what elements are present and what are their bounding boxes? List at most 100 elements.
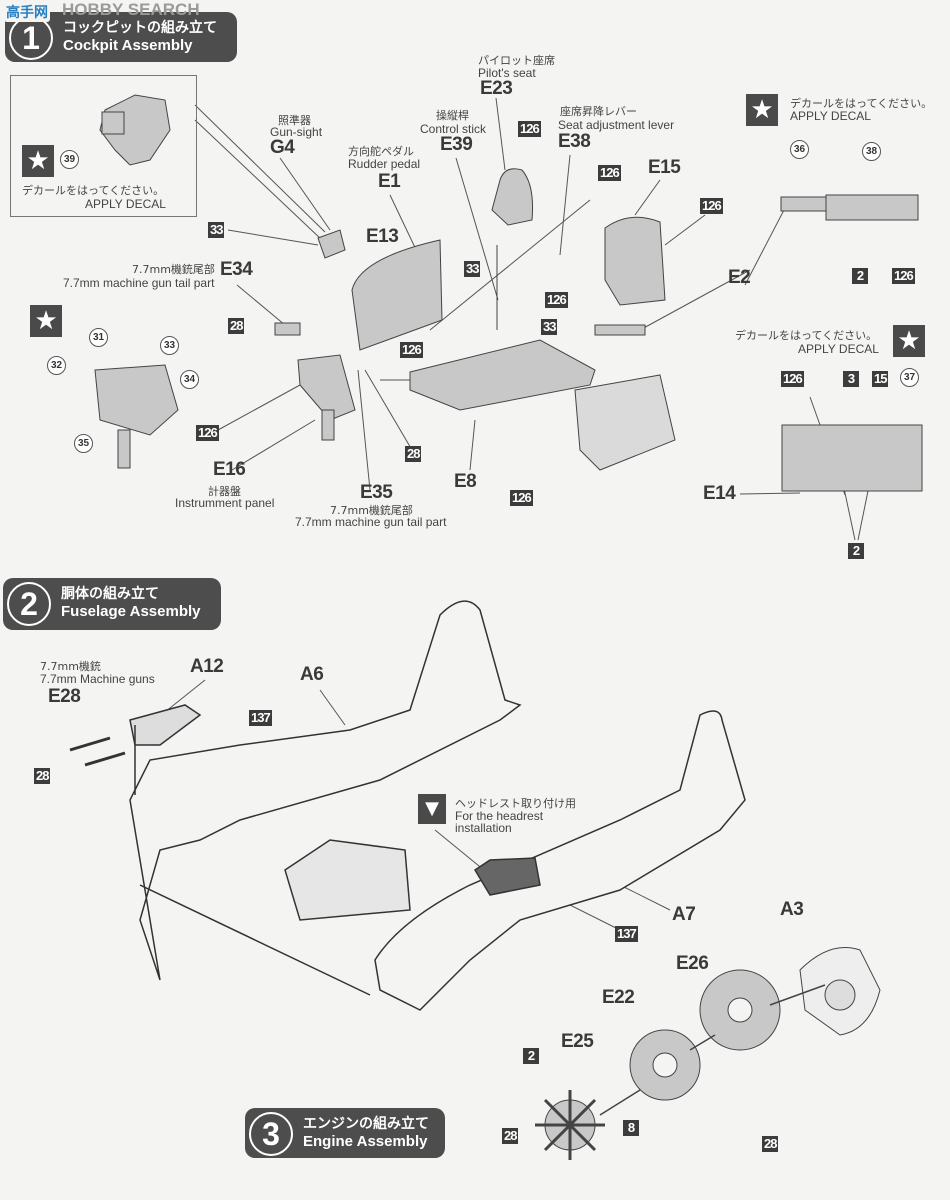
guns-jp: 7.7mm機銃 (40, 660, 101, 673)
color-code: 28 (762, 1136, 779, 1152)
part-e26: E26 (676, 953, 709, 974)
decal-note-jp: デカールをはってください。 (22, 184, 165, 197)
color-code: 126 (510, 490, 533, 506)
color-code: 33 (464, 261, 481, 277)
decal-number: 39 (60, 150, 79, 169)
decal-number: 35 (74, 434, 93, 453)
part-e2: E2 (728, 267, 751, 288)
step-2-header: 2 胴体の組み立て Fuselage Assembly (3, 578, 221, 630)
part-e13: E13 (366, 226, 399, 247)
seat-jp: パイロット座席 (478, 54, 555, 67)
step-title-en: Fuselage Assembly (61, 603, 201, 620)
decal-inset-box (10, 75, 197, 217)
part-e8: E8 (454, 471, 477, 492)
rudder-jp: 方向舵ペダル (348, 145, 414, 158)
drill-icon: ▼ (418, 794, 446, 824)
engine-drawing (535, 947, 881, 1160)
lever-en: Seat adjustment lever (558, 118, 675, 132)
part-e15: E15 (648, 157, 681, 178)
decal-number: 36 (790, 140, 809, 159)
step-number: 2 (7, 582, 51, 626)
step-title-jp: 胴体の組み立て (61, 586, 159, 602)
cockpit-inset-drawing (99, 94, 171, 166)
step-title-jp: コックピットの組み立て (63, 20, 217, 36)
watermark-text: HOBBY SEARCH (62, 0, 200, 19)
gun-tail-1-en: 7.7mm machine gun tail part (63, 276, 215, 290)
color-code: 126 (700, 198, 723, 214)
color-code: 3 (843, 371, 859, 387)
decal-number: 37 (900, 368, 919, 387)
step-number: 3 (249, 1112, 293, 1156)
gunsight-en: Gun-sight (270, 125, 323, 139)
part-e34: E34 (220, 259, 253, 280)
decal-number: 33 (160, 336, 179, 355)
rudder-en: Rudder pedal (348, 157, 421, 171)
part-a12: A12 (190, 656, 224, 677)
part-e28: E28 (48, 686, 81, 707)
color-code: 2 (848, 543, 864, 559)
decal-note-en: APPLY DECAL (85, 197, 166, 211)
color-code: 28 (228, 318, 245, 334)
color-code: 2 (852, 268, 868, 284)
panel-jp: 計器盤 (208, 485, 241, 498)
guns-en: 7.7mm Machine guns (40, 672, 155, 686)
part-e16: E16 (213, 459, 246, 480)
color-code: 126 (781, 371, 804, 387)
color-code: 126 (196, 425, 219, 441)
decal-note-jp: デカールをはってください。 (735, 329, 878, 342)
lever-jp: 座席昇降レバー (560, 105, 637, 118)
step-number: 1 (9, 16, 53, 60)
decal-note-en: APPLY DECAL (790, 109, 871, 123)
part-a3: A3 (780, 899, 804, 920)
step-3-header: 3 エンジンの組み立て Engine Assembly (245, 1108, 445, 1158)
gun-tail-2-en: 7.7mm machine gun tail part (295, 515, 447, 529)
fuselage-drawing (69, 600, 746, 1011)
decal-number: 34 (180, 370, 199, 389)
seat-en: Pilot's seat (478, 66, 536, 80)
gun-tail-2-jp: 7.7mm機銃尾部 (330, 504, 413, 517)
part-e1: E1 (378, 171, 401, 192)
decal-number: 31 (89, 328, 108, 347)
part-e25: E25 (561, 1031, 594, 1052)
headrest-jp: ヘッドレスト取り付け用 (455, 797, 576, 810)
color-code: 8 (623, 1120, 639, 1136)
color-code: 126 (892, 268, 915, 284)
part-e23: E23 (480, 78, 513, 99)
gun-tail-1-jp: 7.7mm機銃尾部 (132, 263, 215, 276)
color-code: 33 (541, 319, 558, 335)
decal-number: 32 (47, 356, 66, 375)
cockpit-parts-drawing (94, 168, 923, 492)
decal-note-jp: デカールをはってください。 (790, 97, 933, 110)
step-title-en: Cockpit Assembly (63, 37, 193, 54)
color-code: 126 (518, 121, 541, 137)
part-e35: E35 (360, 482, 393, 503)
color-code: 126 (400, 342, 423, 358)
color-code: 2 (523, 1048, 539, 1064)
star-icon: ★ (893, 325, 925, 357)
part-a7: A7 (672, 904, 696, 925)
panel-en: Instrumment panel (175, 496, 275, 510)
part-a6: A6 (300, 664, 324, 685)
stick-en: Control stick (420, 122, 487, 136)
watermark-logo: 高手网 (4, 2, 50, 22)
color-code: 137 (615, 926, 638, 942)
part-e38: E38 (558, 131, 591, 152)
stick-jp: 操縦桿 (436, 109, 469, 122)
step-title-jp: エンジンの組み立て (303, 1116, 429, 1132)
star-icon: ★ (30, 305, 62, 337)
color-code: 126 (598, 165, 621, 181)
headrest-en-2: installation (455, 821, 512, 835)
decal-number: 38 (862, 142, 881, 161)
part-e14: E14 (703, 483, 736, 504)
color-code: 28 (502, 1128, 519, 1144)
part-g4: G4 (270, 137, 295, 158)
headrest-en-1: For the headrest (455, 809, 544, 823)
part-e39: E39 (440, 134, 473, 155)
star-icon: ★ (746, 94, 778, 126)
color-code: 15 (872, 371, 889, 387)
color-code: 126 (545, 292, 568, 308)
color-code: 28 (34, 768, 51, 784)
star-icon: ★ (22, 145, 54, 177)
color-code: 28 (405, 446, 422, 462)
